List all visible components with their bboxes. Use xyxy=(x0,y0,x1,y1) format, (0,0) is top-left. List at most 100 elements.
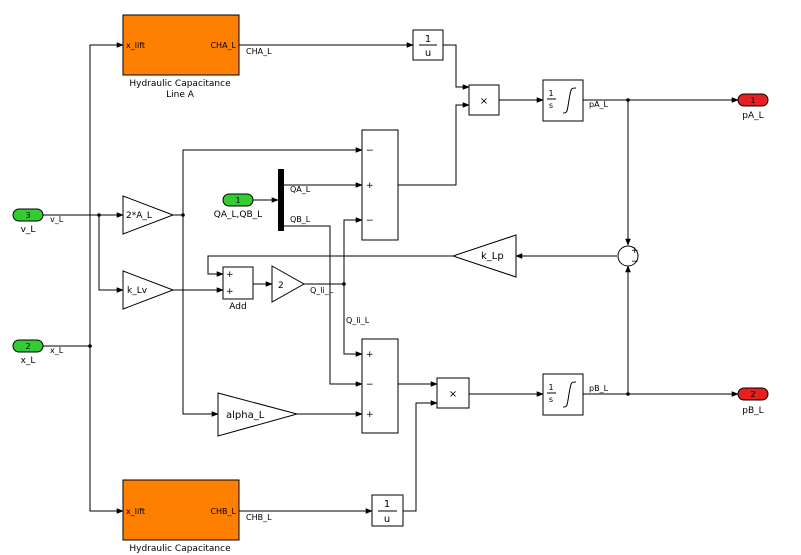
gain-klp-label: k_Lp xyxy=(481,251,504,262)
gain-klv[interactable]: k_Lv xyxy=(122,270,175,310)
inport-v-l-body[interactable] xyxy=(12,208,44,222)
inport-qa-qb-body[interactable] xyxy=(222,193,254,207)
wire-xl-to-top-subsystem xyxy=(89,42,124,346)
junction-dot xyxy=(181,213,185,217)
product-bottom-body[interactable] xyxy=(436,377,470,409)
signal-label-qli: Q_li_L xyxy=(310,286,334,295)
sum-top[interactable]: − + − xyxy=(361,129,399,241)
wire-vl-to-klv xyxy=(98,215,124,293)
inport-x-l[interactable]: 2 x_L xyxy=(12,339,44,366)
signal-label-pa: pA_L xyxy=(589,100,609,109)
inport-x-l-label: x_L xyxy=(21,356,36,366)
gain-alpha-shape[interactable] xyxy=(217,392,299,437)
wire-xl-to-bottom-subsystem xyxy=(89,346,124,514)
subsystem-top[interactable]: x_lift CHA_L Hydraulic Capacitance Line … xyxy=(122,14,240,100)
inport-x-l-body[interactable] xyxy=(12,339,44,353)
gain-alpha[interactable]: alpha_L xyxy=(217,392,299,437)
gain-area-label: 2*A_L xyxy=(126,211,152,221)
gain-klv-label: k_Lv xyxy=(127,286,148,296)
outport-pa-label: pA_L xyxy=(742,111,763,121)
junction-dot xyxy=(342,282,346,286)
subsystem-top-inport-label: x_lift xyxy=(126,41,145,50)
sum-add-body[interactable] xyxy=(222,266,254,300)
gain-klp[interactable]: k_Lp xyxy=(451,234,517,278)
sum-top-body[interactable] xyxy=(361,129,399,241)
junction-dot xyxy=(97,213,101,217)
subsystem-top-body[interactable] xyxy=(122,14,240,76)
outport-pb[interactable]: 2 pB_L xyxy=(737,387,769,416)
inport-qa-qb-label: QA_L,QB_L xyxy=(214,210,262,220)
integrator-a[interactable]: 1 s xyxy=(542,79,584,122)
sum-add-sign: + xyxy=(226,270,234,280)
junction-dot xyxy=(88,344,92,348)
reciprocal-top-num: 1 xyxy=(425,34,431,45)
inport-v-l-label: v_L xyxy=(21,225,36,235)
gain-klp-shape[interactable] xyxy=(451,234,517,278)
product-bottom-symbol: × xyxy=(449,389,457,400)
subsystem-bottom[interactable]: x_lift CHB_L Hydraulic Capacitance xyxy=(122,479,240,554)
reciprocal-top-den: u xyxy=(425,48,431,59)
sum-right[interactable]: + − xyxy=(617,245,639,267)
inport-qa-qb[interactable]: 1 QA_L,QB_L xyxy=(214,193,262,220)
subsystem-bottom-outport-label: CHB_L xyxy=(210,507,236,516)
wire-recip-to-product xyxy=(443,44,470,90)
outport-pa-body[interactable] xyxy=(737,93,769,107)
gain-klv-shape[interactable] xyxy=(122,270,175,310)
wire-recip-to-product-b xyxy=(403,400,438,512)
signal-label-qli: Q_li_L xyxy=(346,316,370,325)
sum-bottom[interactable]: + − + xyxy=(361,338,399,434)
inport-x-l-number: 2 xyxy=(25,342,30,351)
wire-junctions xyxy=(88,98,630,396)
outport-pb-body[interactable] xyxy=(737,387,769,401)
subsystem-bottom-title: Hydraulic Capacitance xyxy=(129,544,231,554)
product-top-body[interactable] xyxy=(468,84,500,116)
reciprocal-top[interactable]: 1 u xyxy=(412,29,444,61)
integrator-b-body[interactable] xyxy=(542,373,584,416)
reciprocal-bottom[interactable]: 1 u xyxy=(371,494,404,527)
signal-label-pb: pB_L xyxy=(589,384,609,393)
gain-area-shape[interactable] xyxy=(122,195,175,235)
sum-bottom-body[interactable] xyxy=(361,338,399,434)
product-bottom[interactable]: × xyxy=(436,377,470,409)
reciprocal-bottom-den: u xyxy=(384,514,390,525)
sum-right-sign: + xyxy=(631,246,639,256)
signal-labels: CHA_L CHB_L pA_L pB_L v_L x_L QA_L QB_L … xyxy=(50,47,609,522)
gain-two-shape[interactable] xyxy=(271,265,306,303)
wire-area-to-alpha xyxy=(182,215,219,417)
integral-sign-icon xyxy=(562,381,577,408)
gain-two[interactable]: 2 xyxy=(271,265,306,303)
reciprocal-bottom-num: 1 xyxy=(384,499,390,510)
gain-alpha-label: alpha_L xyxy=(226,410,265,421)
sum-add-sign: + xyxy=(226,287,234,297)
wire-area-to-sumtop xyxy=(182,147,363,215)
signal-label-vl: v_L xyxy=(50,215,64,224)
sum-right-body[interactable] xyxy=(617,245,639,267)
signal-wires xyxy=(43,42,739,514)
wire-qli-to-sumbot xyxy=(343,284,363,357)
product-top[interactable]: × xyxy=(468,84,500,116)
integrator-b-num: 1 xyxy=(548,383,553,392)
outport-pa[interactable]: 1 pA_L xyxy=(737,93,769,121)
sum-add-label: Add xyxy=(229,302,246,312)
subsystem-bottom-body[interactable] xyxy=(122,479,240,541)
subsystem-top-outport-label: CHA_L xyxy=(210,41,236,50)
inport-qa-qb-number: 1 xyxy=(235,196,240,205)
subsystem-top-title: Hydraulic Capacitance xyxy=(129,79,231,89)
sum-add[interactable]: + + Add xyxy=(222,266,254,312)
junction-dot xyxy=(626,392,630,396)
signal-label-chb: CHB_L xyxy=(246,513,272,522)
gain-area[interactable]: 2*A_L xyxy=(122,195,175,235)
sum-bottom-sign: + xyxy=(366,410,374,420)
demux-bar[interactable] xyxy=(278,169,284,231)
integrator-b[interactable]: 1 s xyxy=(542,373,584,416)
integral-sign-icon xyxy=(562,87,577,114)
inport-v-l[interactable]: 3 v_L xyxy=(12,208,44,235)
integrator-a-den: s xyxy=(549,101,553,110)
sum-bottom-sign: − xyxy=(366,380,374,390)
integrator-a-body[interactable] xyxy=(542,79,584,122)
inport-v-l-number: 3 xyxy=(25,211,30,220)
sum-top-sign: − xyxy=(366,216,374,226)
outport-pb-label: pB_L xyxy=(742,406,763,416)
outport-pa-number: 1 xyxy=(750,96,755,105)
